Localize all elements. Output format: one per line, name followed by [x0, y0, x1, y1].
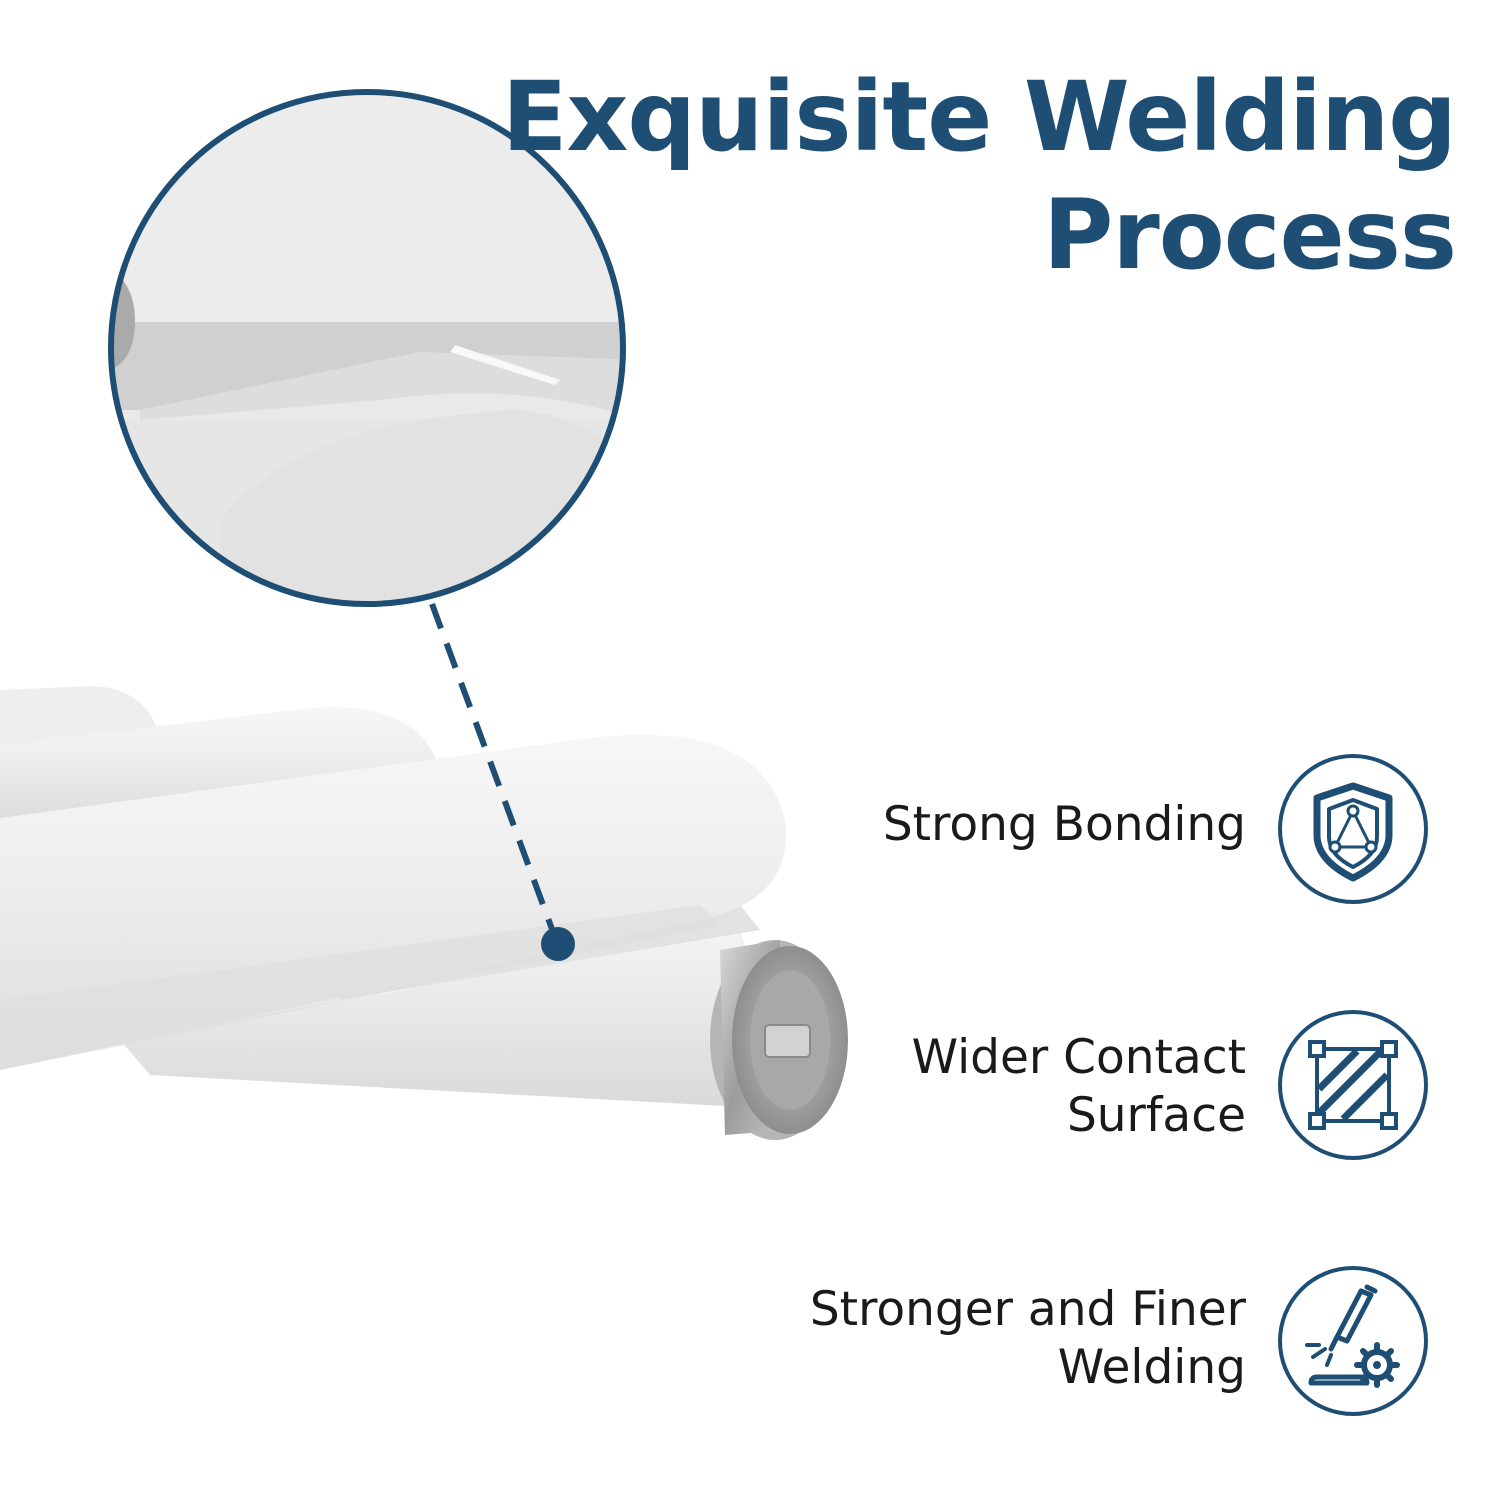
contact-surface-icon	[1278, 1010, 1428, 1160]
main-tube	[0, 734, 786, 1070]
back-tube	[0, 686, 440, 822]
feature-strong-bonding: Strong Bonding	[686, 796, 1246, 854]
title-line-2: Process	[1043, 179, 1457, 291]
page-title: Exquisite Welding Process	[476, 58, 1457, 294]
feature-label: Strong Bonding	[882, 797, 1246, 852]
feature-label-line-1: Stronger and Finer	[809, 1282, 1246, 1337]
feature-label-line-2: Surface	[1066, 1088, 1246, 1143]
zoom-connector	[429, 602, 575, 961]
feature-label-line-1: Wider Contact	[911, 1030, 1246, 1085]
feature-label-line-2: Welding	[1057, 1340, 1246, 1395]
shield-icon	[1278, 754, 1428, 904]
welding-icon	[1278, 1266, 1428, 1416]
zoom-detail-circle	[108, 89, 626, 607]
feature-wider-contact-surface: Wider Contact Surface	[686, 1029, 1246, 1145]
title-line-1: Exquisite Welding	[501, 61, 1457, 173]
tube-end-cap	[710, 940, 848, 1140]
feature-stronger-finer-welding: Stronger and Finer Welding	[686, 1281, 1246, 1397]
